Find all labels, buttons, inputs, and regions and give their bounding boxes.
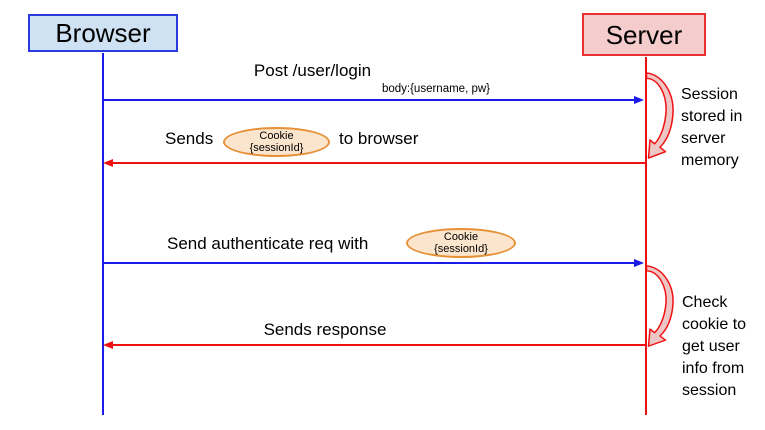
message-sends-response-arrow-line (112, 344, 646, 346)
actor-box-browser: Browser (28, 14, 178, 52)
cookie-session-id: {sessionId} (249, 142, 304, 154)
actor-label-browser: Browser (55, 18, 151, 48)
message-authenticate-arrow-line (103, 262, 635, 264)
message-sends-response-label: Sends response (263, 320, 387, 339)
server-lifeline (645, 57, 647, 415)
server-self-loop-arrow-2 (645, 265, 674, 347)
browser-lifeline (102, 53, 104, 415)
arrow-right-icon (634, 95, 644, 104)
cookie-title: Cookie (259, 129, 294, 142)
actor-label-server: Server (605, 19, 683, 50)
cookie-title: Cookie (443, 230, 479, 243)
cookie-session-id: {sessionId} (434, 243, 488, 255)
message-post-login-body: body:{username, pw} (381, 83, 490, 95)
arrow-right-icon (634, 258, 644, 267)
cookie-ellipse-1: Cookie {sessionId} (223, 127, 330, 157)
message-sends-cookie-arrow-line (112, 162, 646, 164)
server-self-loop-arrow-1 (645, 72, 674, 159)
message-post-login-label: Post /user/login (253, 61, 372, 80)
message-post-login-arrow-line (103, 99, 635, 101)
arrow-left-icon (103, 158, 113, 167)
note-session-stored: Session stored in server memory (681, 86, 743, 169)
note-check-cookie: Check cookie to get user info from sessi… (682, 294, 747, 399)
arrow-left-icon (103, 340, 113, 349)
message-sends-cookie-prefix: Sends (165, 129, 214, 148)
message-authenticate-prefix: Send authenticate req with (167, 234, 369, 253)
actor-box-server: Server (582, 13, 706, 56)
message-sends-cookie-suffix: to browser (339, 129, 419, 148)
cookie-ellipse-2: Cookie {sessionId} (406, 228, 516, 258)
